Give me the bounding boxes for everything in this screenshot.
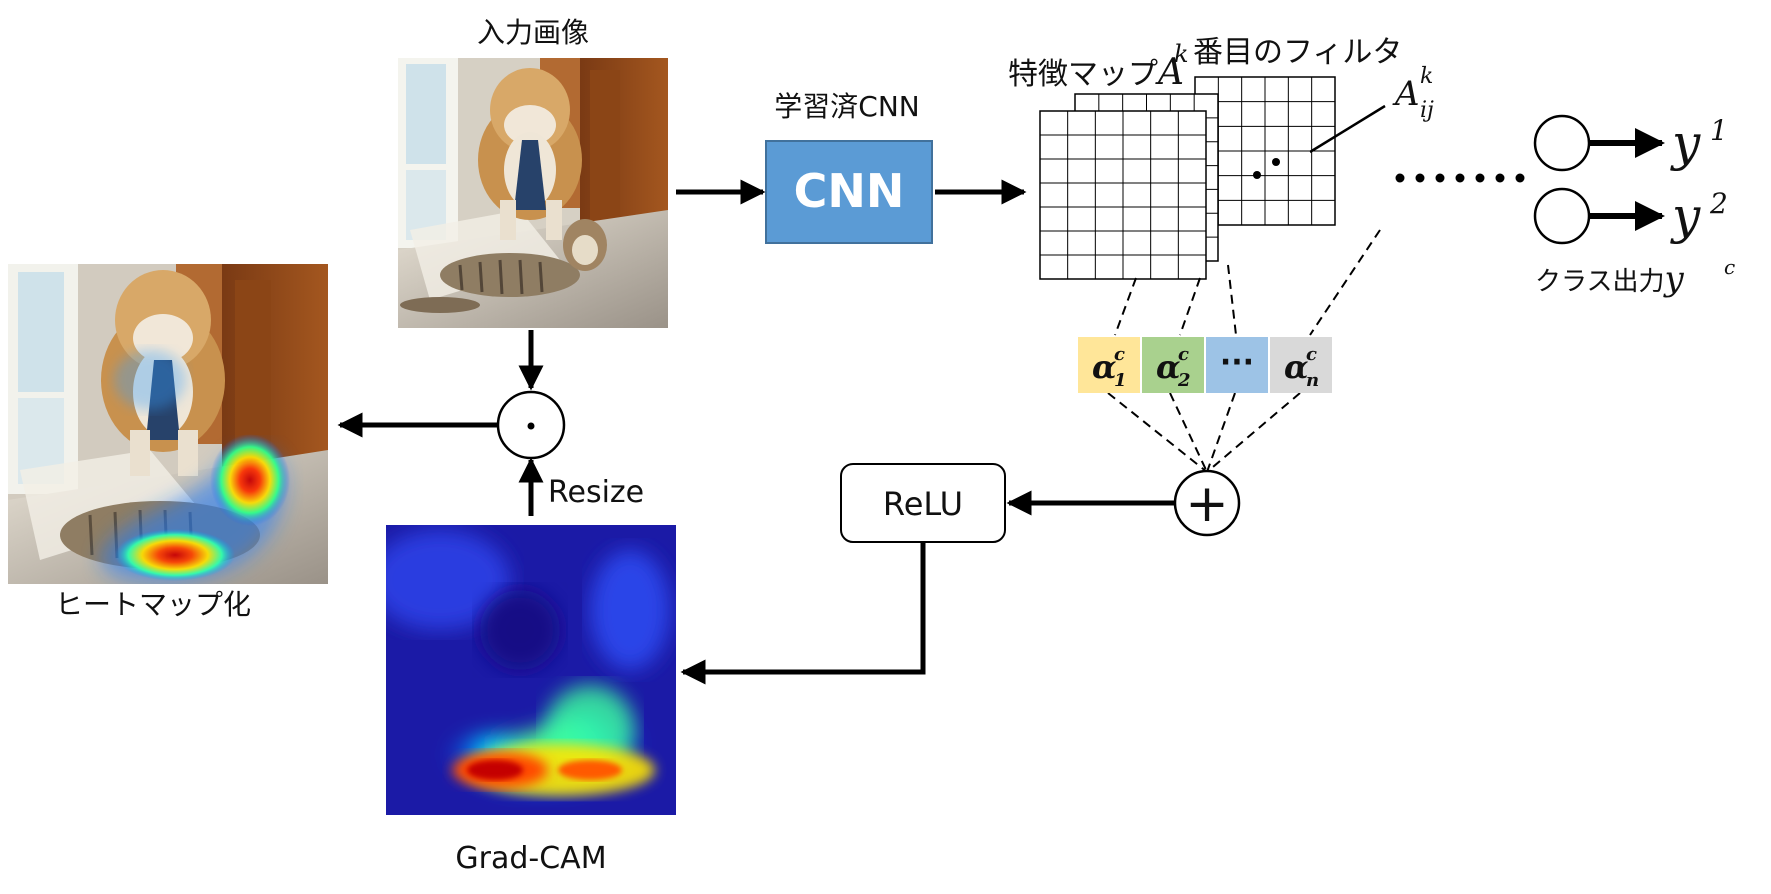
- weight-row: α c 1 α c 2 ··· α c n: [1078, 337, 1332, 393]
- output-node-2: [1533, 187, 1591, 245]
- feature-dot-1: [1253, 171, 1261, 179]
- sum-node: [1173, 469, 1241, 537]
- weight-alpha1: α: [1092, 348, 1117, 386]
- weight-ellipsis: ···: [1220, 345, 1254, 380]
- feature-map-superscript: k: [1174, 40, 1189, 68]
- multiply-dot: [527, 422, 535, 430]
- input-image-label: 入力画像: [477, 16, 589, 49]
- kth-filter-label: 番目のフィルタ: [1193, 35, 1402, 70]
- dashed-connectors: [1107, 229, 1381, 473]
- weight-alpha1-sub: 1: [1114, 370, 1127, 391]
- gradcam-label: Grad-CAM: [455, 841, 606, 876]
- cnn-box-label: CNN: [794, 164, 905, 218]
- weight-alphan-cell: [1270, 337, 1332, 393]
- class-output-superscript: c: [1724, 255, 1735, 279]
- heatmap-label: ヒートマップ化: [55, 588, 251, 621]
- weight-alpha2-cell: [1142, 337, 1204, 393]
- output-y1-superscript: 1: [1710, 114, 1728, 147]
- relu-box-label: ReLU: [883, 485, 963, 523]
- class-output-label: クラス出力y: [1535, 259, 1684, 299]
- input-image: [398, 58, 668, 328]
- element-symbol: A: [1392, 74, 1420, 114]
- output-y2: y: [1670, 187, 1701, 245]
- output-node-1: [1533, 114, 1591, 172]
- resize-label: Resize: [548, 475, 644, 510]
- feature-map-front: [1039, 110, 1207, 280]
- weight-alphan: α: [1284, 348, 1309, 386]
- output-y1: y: [1670, 114, 1701, 172]
- feature-map-stack: [1039, 76, 1336, 280]
- arrow-relu-to-gradcam: [680, 542, 926, 685]
- gradcam-image: [386, 525, 676, 815]
- output-y2-superscript: 2: [1709, 187, 1728, 220]
- weight-alpha1-sup: c: [1114, 344, 1125, 365]
- weight-dots-cell: [1206, 337, 1268, 393]
- weight-alpha1-cell: [1078, 337, 1140, 393]
- weight-alphan-sub: n: [1306, 370, 1319, 391]
- element-pointer-line: [1309, 104, 1386, 154]
- weight-alpha2-sup: c: [1178, 344, 1189, 365]
- element-subscript: ij: [1420, 98, 1434, 123]
- heatmap-image: [8, 264, 328, 584]
- continuation-dots: [1395, 173, 1525, 183]
- weight-alpha2-sub: 2: [1177, 370, 1191, 391]
- feature-map-label: 特徴マップA: [1008, 52, 1184, 93]
- trained-cnn-label: 学習済CNN: [774, 90, 919, 123]
- weight-alphan-sup: c: [1306, 344, 1317, 365]
- element-superscript: k: [1420, 64, 1433, 89]
- feature-dot-2: [1272, 158, 1280, 166]
- sum-symbol: +: [1185, 474, 1229, 534]
- cnn-box: [765, 140, 933, 244]
- weight-alpha2: α: [1156, 348, 1181, 386]
